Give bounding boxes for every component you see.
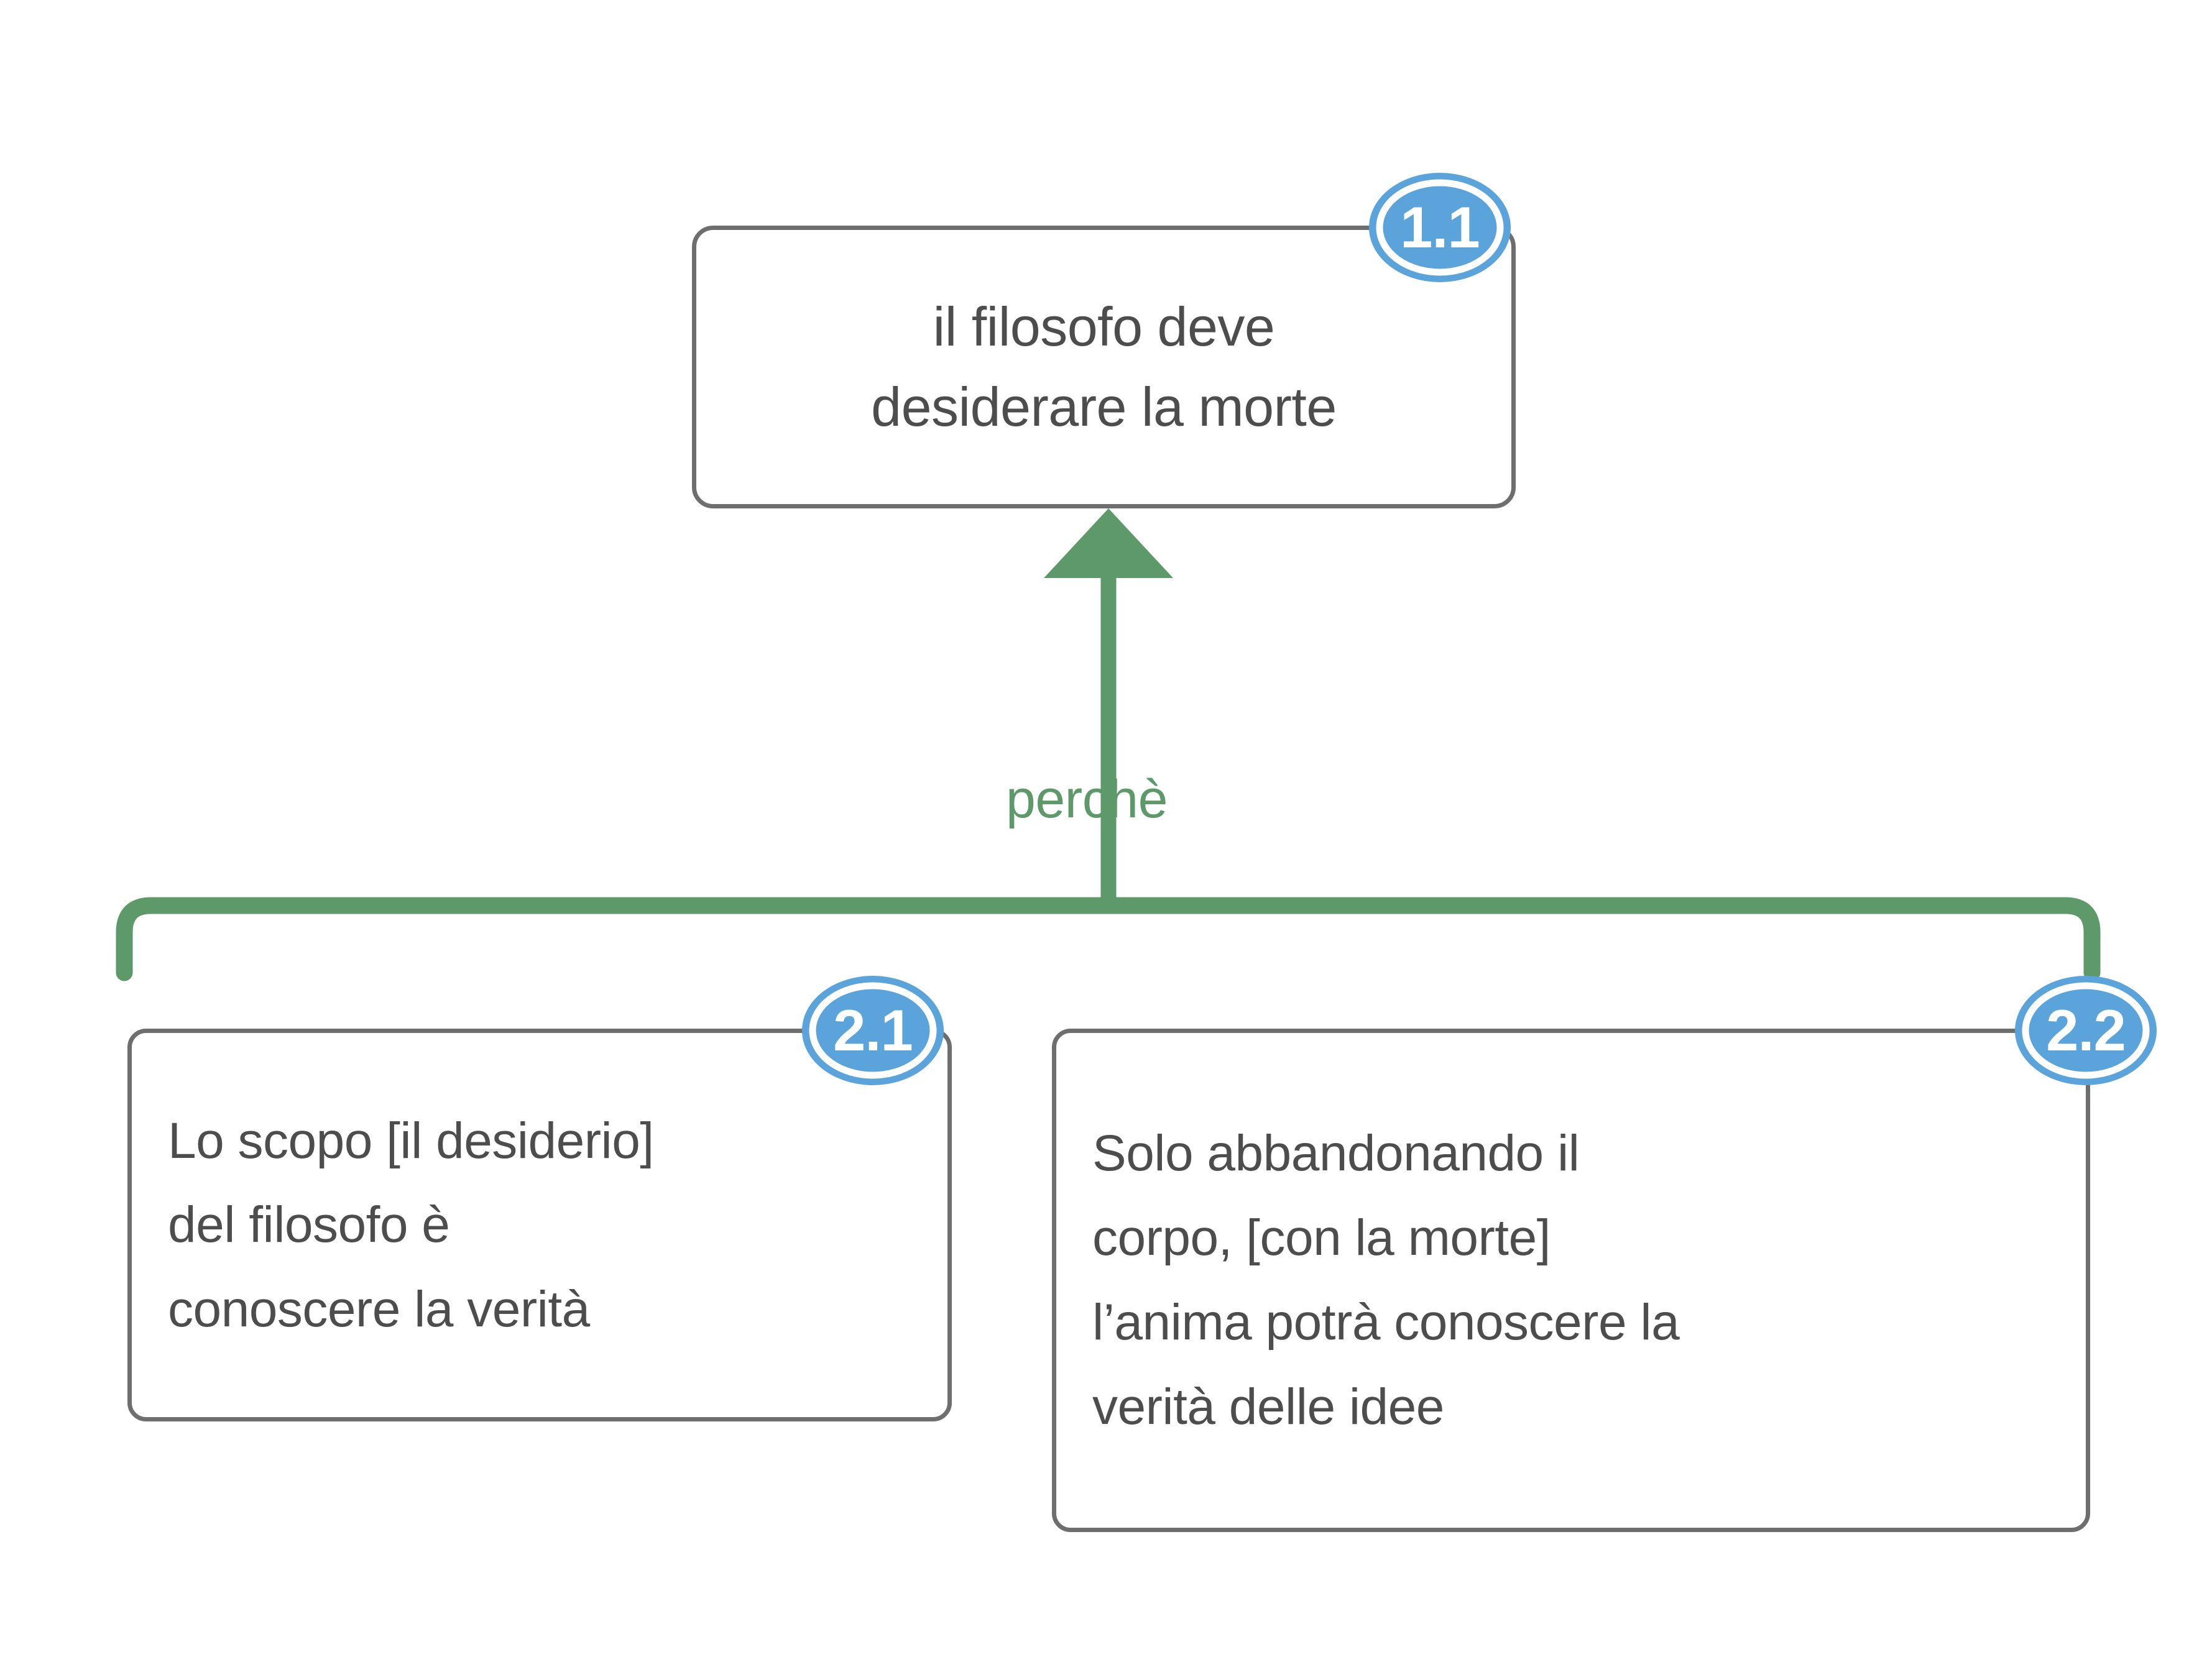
badge-ellipse-icon <box>802 976 944 1085</box>
connector-arrowhead <box>1044 508 1173 578</box>
copremise-bracket-path <box>116 897 2101 981</box>
connector-label: perchè <box>1006 769 1168 829</box>
node-1-1[interactable]: il filosofo deve desiderare la morte <box>692 226 1516 508</box>
node-1-1-text: il filosofo deve desiderare la morte <box>871 296 1337 438</box>
node-2-2-text: Solo abbandonando il corpo, [con la mort… <box>1092 1124 1680 1436</box>
node-2-1[interactable]: Lo scopo [il desiderio] del filosofo è c… <box>127 1029 952 1421</box>
badge-ellipse-icon <box>1369 173 1511 282</box>
node-2-2[interactable]: Solo abbandonando il corpo, [con la mort… <box>1052 1029 2090 1532</box>
node-2-1-text: Lo scopo [il desiderio] del filosofo è c… <box>168 1113 654 1338</box>
badge-ellipse-icon <box>2015 976 2157 1085</box>
